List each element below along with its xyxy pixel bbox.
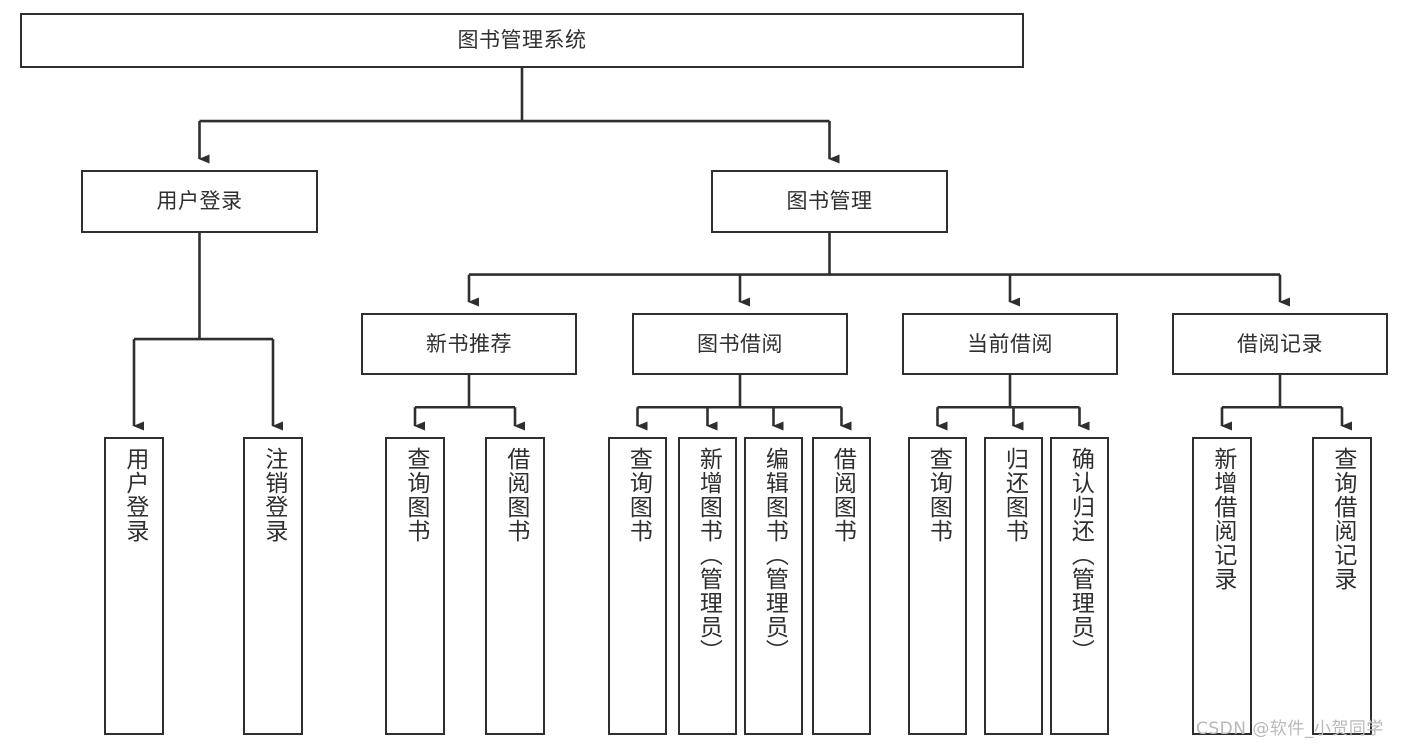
node-label: 用户登录: [121, 447, 148, 543]
node-user-login[interactable]: 用户登录: [81, 170, 318, 233]
node-label: 借阅记录: [1237, 331, 1323, 356]
node-leaf-edit-book-admin[interactable]: 编辑图书（管理员）: [744, 437, 803, 735]
watermark-text: CSDN @软件_小贺同学: [1196, 719, 1384, 739]
node-label: 图书借阅: [697, 331, 783, 356]
node-leaf-query-book-2[interactable]: 查询图书: [608, 437, 667, 735]
node-leaf-borrow-book-1[interactable]: 借阅图书: [485, 437, 545, 735]
edge-paths: [132, 68, 1352, 431]
node-label: 当前借阅: [967, 331, 1053, 356]
node-root[interactable]: 图书管理系统: [20, 13, 1024, 68]
node-leaf-logout-login[interactable]: 注销登录: [243, 437, 303, 735]
node-label: 查询图书: [402, 447, 429, 543]
node-leaf-add-borrow-record[interactable]: 新增借阅记录: [1192, 437, 1252, 735]
node-leaf-query-book-3[interactable]: 查询图书: [908, 437, 967, 735]
node-leaf-add-book-admin[interactable]: 新增图书（管理员）: [678, 437, 737, 735]
node-current-borrow[interactable]: 当前借阅: [902, 313, 1118, 375]
node-label: 查询图书: [925, 447, 952, 543]
node-book-manage[interactable]: 图书管理: [711, 170, 948, 233]
node-label: 查询图书: [625, 447, 652, 543]
node-label: 归还图书: [1001, 447, 1028, 543]
node-label: 图书管理: [786, 189, 873, 214]
node-label: 图书管理系统: [457, 28, 587, 53]
node-label: 查询借阅记录: [1329, 447, 1356, 591]
node-leaf-confirm-return-admin[interactable]: 确认归还（管理员）: [1050, 437, 1109, 735]
node-label: 用户登录: [156, 189, 243, 214]
node-label: 确认归还（管理员）: [1067, 447, 1094, 663]
node-label: 新增借阅记录: [1209, 447, 1236, 591]
node-label: 编辑图书（管理员）: [761, 447, 788, 663]
node-book-borrow[interactable]: 图书借阅: [632, 313, 848, 375]
node-label: 借阅图书: [502, 447, 529, 543]
node-label: 借阅图书: [829, 447, 856, 543]
node-label: 注销登录: [260, 447, 287, 543]
node-leaf-return-book[interactable]: 归还图书: [984, 437, 1043, 735]
node-new-book-recommend[interactable]: 新书推荐: [361, 313, 577, 375]
node-label: 新书推荐: [426, 331, 512, 356]
node-label: 新增图书（管理员）: [695, 447, 722, 663]
node-leaf-query-borrow-record[interactable]: 查询借阅记录: [1312, 437, 1372, 735]
node-leaf-query-book-1[interactable]: 查询图书: [385, 437, 445, 735]
node-leaf-user-login[interactable]: 用户登录: [104, 437, 164, 735]
node-borrow-record[interactable]: 借阅记录: [1172, 313, 1388, 375]
node-leaf-borrow-book-2[interactable]: 借阅图书: [812, 437, 871, 735]
